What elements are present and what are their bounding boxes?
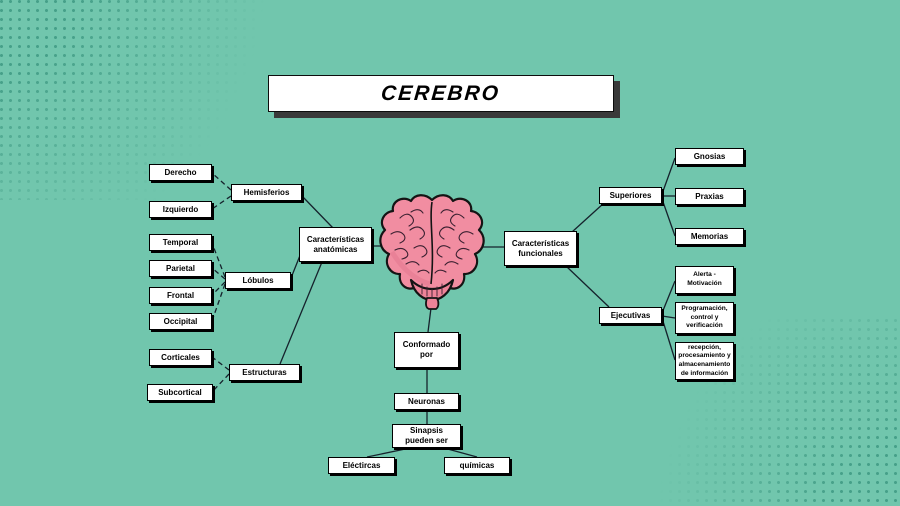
node-label: Conformado por [402,340,451,359]
connector-funcionales-superiores [571,202,605,233]
node-recepcion-procesamiento[interactable]: recepción, procesamiento y almacenamient… [675,342,734,380]
node-label: Derecho [164,167,197,177]
node-label: químicas [459,460,495,470]
node-quimicas[interactable]: químicas [444,457,510,474]
connector-lobulos-temporal [211,242,226,278]
connector-lobulos-parietal [211,267,226,280]
node-conformado-por[interactable]: Conformado por [394,332,459,368]
connector-anatomicas-hemisferios [301,195,334,229]
connector-superiores-gnosias [661,157,676,195]
node-electricas[interactable]: Eléctircas [328,457,395,474]
node-label: Occipital [163,316,198,326]
node-sinapsis-pueden-ser[interactable]: Sinapsis pueden ser [392,424,461,448]
node-estructuras[interactable]: Estructuras [229,364,300,381]
connector-estructuras-corticales [211,356,230,371]
node-label: Lóbulos [242,275,274,285]
node-superiores[interactable]: Superiores [599,187,662,204]
halftone-pattern-top-left [0,0,300,200]
node-label: Estructuras [242,367,287,377]
node-label: Programación, control y verificación [681,305,728,330]
node-occipital[interactable]: Occipital [149,313,212,330]
brain-shading [389,250,431,287]
connector-estructuras-subcortical [211,373,230,393]
node-label: Superiores [609,190,652,200]
title-box[interactable]: CEREBRO [268,75,614,112]
node-programacion-control[interactable]: Programación, control y verificación [675,302,734,334]
node-caracteristicas-funcionales[interactable]: Características funcionales [504,231,577,266]
connector-funcionales-ejecutivas [565,265,610,308]
node-caracteristicas-anatomicas[interactable]: Características anatómicas [299,227,372,262]
node-parietal[interactable]: Parietal [149,260,212,277]
node-label: Memorias [690,231,729,241]
node-label: Corticales [161,352,200,362]
page-title: CEREBRO [380,81,502,105]
node-gnosias[interactable]: Gnosias [675,148,744,165]
node-label: Izquierdo [162,204,199,214]
node-label: Características anatómicas [306,234,365,254]
node-label: Ejecutivas [610,310,651,320]
node-alerta-motivacion[interactable]: Alerta - Motivación [675,266,734,294]
node-label: Frontal [166,290,195,300]
node-memorias[interactable]: Memorias [675,228,744,245]
node-label: Parietal [166,263,195,273]
node-izquierdo[interactable]: Izquierdo [149,201,212,218]
node-label: Praxias [695,191,724,201]
node-neuronas[interactable]: Neuronas [394,393,459,410]
connector-sinapsis-quimicas [443,447,478,458]
node-label: Eléctircas [342,460,381,470]
connector-sinapsis-electricas [366,447,411,458]
connector-lobulos-occipital [211,283,226,322]
node-label: Características funcionales [511,238,570,258]
node-label: Temporal [162,237,199,247]
node-corticales[interactable]: Corticales [149,349,212,366]
node-label: Gnosias [693,151,726,161]
node-label: Alerta - Motivación [687,271,722,287]
brain-gyri [390,209,474,299]
node-ejecutivas[interactable]: Ejecutivas [599,307,662,324]
node-label: Hemisferios [243,187,290,197]
node-label: recepción, procesamiento y almacenamient… [678,343,731,377]
node-temporal[interactable]: Temporal [149,234,212,251]
brain-fissure [430,201,434,285]
brain-illustration [379,194,485,310]
brain-stem [425,297,440,310]
node-derecho[interactable]: Derecho [149,164,212,181]
connector-lobulos-frontal [211,281,226,296]
node-frontal[interactable]: Frontal [149,287,212,304]
node-subcortical[interactable]: Subcortical [147,384,213,401]
node-label: Subcortical [158,387,202,397]
halftone-pattern-bottom-right [630,316,900,506]
node-label: Neuronas [408,396,445,406]
node-label: Sinapsis pueden ser [405,426,448,445]
node-praxias[interactable]: Praxias [675,188,744,205]
node-lobulos[interactable]: Lóbulos [225,272,291,289]
connector-ejecutivas-alerta [661,280,676,314]
node-hemisferios[interactable]: Hemisferios [231,184,302,201]
connector-superiores-memorias [661,198,676,237]
